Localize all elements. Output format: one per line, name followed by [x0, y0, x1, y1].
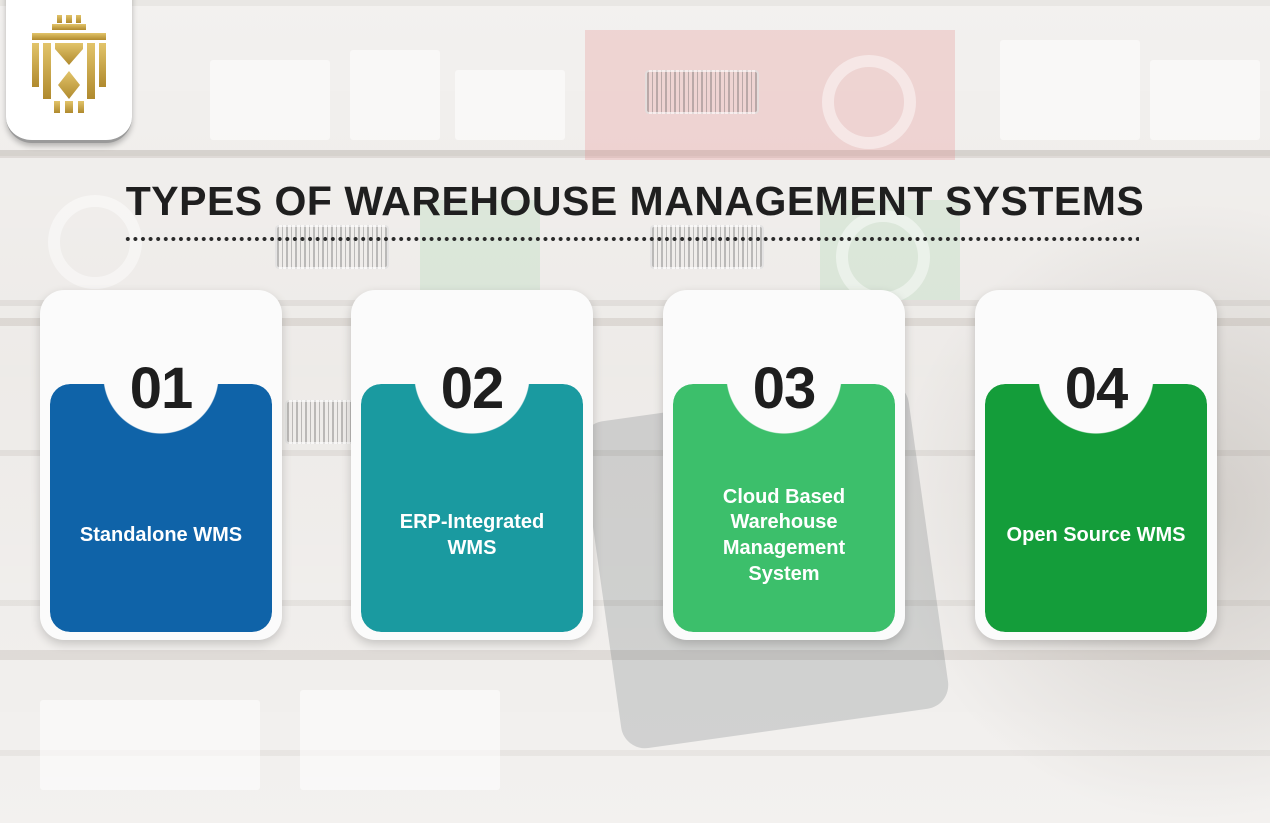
page-title: TYPES OF WAREHOUSE MANAGEMENT SYSTEMS [125, 178, 1145, 224]
card-number: 03 [752, 356, 817, 421]
card-number: 04 [1064, 356, 1129, 421]
card-number: 02 [440, 356, 505, 421]
wms-type-card-3: 03 Cloud Based Warehouse Management Syst… [663, 290, 905, 640]
card-color-panel [50, 384, 272, 632]
dotted-divider [124, 236, 1139, 242]
card-color-panel [673, 384, 895, 632]
wms-type-card-4: 04 Open Source WMS [975, 290, 1217, 640]
wms-type-card-1: 01 Standalone WMS [40, 290, 282, 640]
card-label: Cloud Based Warehouse Management System [722, 485, 846, 585]
card-color-panel [985, 384, 1207, 632]
card-color-panel [361, 384, 583, 632]
wms-type-card-2: 02 ERP-Integrated WMS [351, 290, 593, 640]
card-number: 01 [129, 356, 194, 421]
logo-card [6, 0, 132, 143]
card-label: Open Source WMS [1006, 524, 1186, 547]
card-label: Standalone WMS [79, 524, 243, 547]
crown-monogram-icon [32, 15, 106, 113]
card-label: ERP-Integrated WMS [399, 511, 545, 559]
